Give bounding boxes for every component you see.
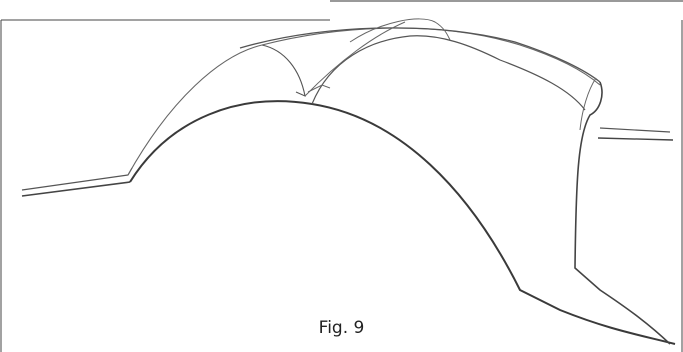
left-strut bbox=[307, 84, 331, 93]
left-inner-loop bbox=[261, 44, 306, 97]
right-pillar bbox=[574, 81, 671, 345]
main-arch-outline bbox=[129, 100, 676, 345]
left-ledge-lower bbox=[21, 181, 131, 197]
upper-shell-arc bbox=[127, 27, 601, 176]
right-ledge-lower bbox=[597, 137, 674, 141]
figure-caption: Fig. 9 bbox=[318, 318, 365, 338]
upper-shell-arc-2 bbox=[239, 27, 601, 83]
right-pillar-inner bbox=[579, 77, 597, 131]
middle-link bbox=[304, 21, 406, 97]
right-ledge bbox=[599, 127, 671, 133]
middle-raised-arc bbox=[311, 35, 586, 111]
left-ledge bbox=[21, 167, 133, 191]
middle-crest bbox=[349, 18, 451, 43]
